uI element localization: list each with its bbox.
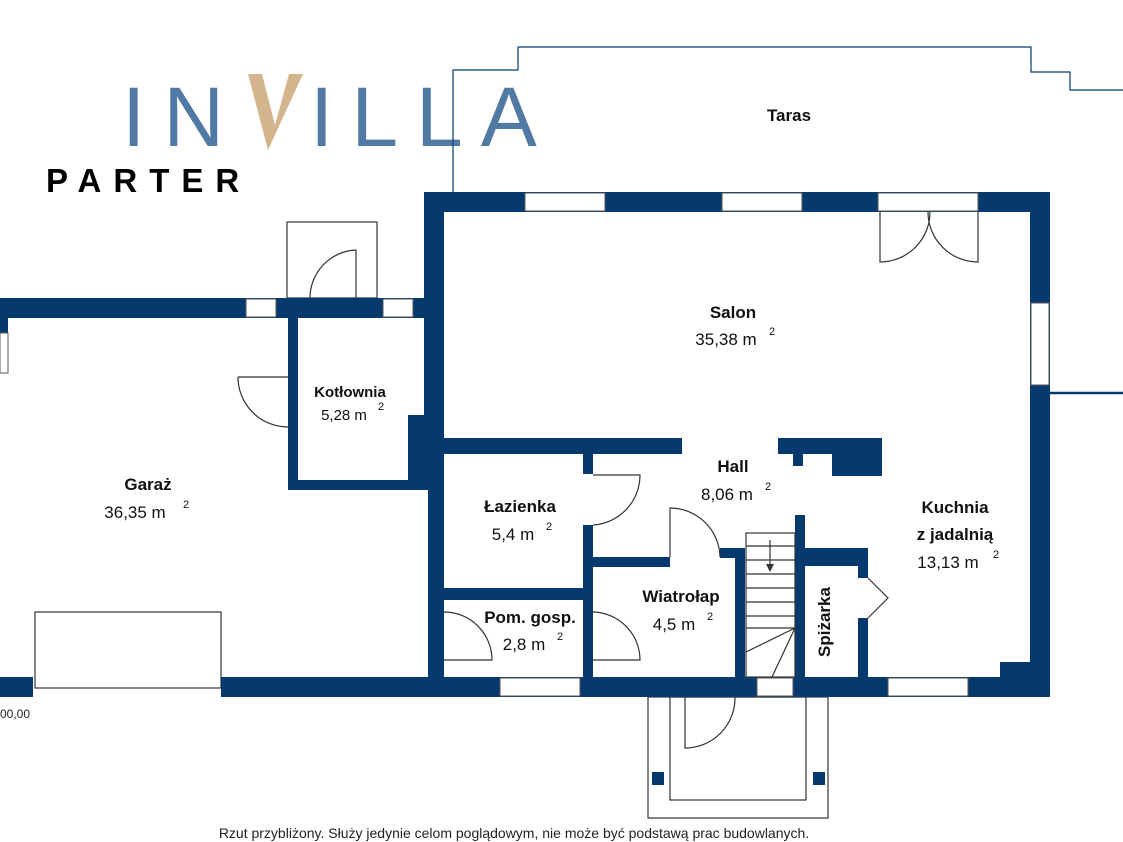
floor-title: PARTER — [46, 162, 251, 199]
porch-pillar — [813, 772, 825, 785]
boiler-porch — [286, 221, 378, 299]
room-area-garaz: 36,35 m — [104, 503, 165, 522]
garage-door[interactable] — [34, 611, 222, 689]
level-mark: 00,00 — [0, 707, 30, 721]
room-area-kotlownia: 5,28 m — [321, 407, 367, 424]
windows — [0, 192, 1050, 697]
room-label-lazienka: Łazienka — [484, 497, 556, 516]
terrace-outline — [452, 46, 1123, 192]
room-area-lazienka: 5,4 m — [492, 525, 535, 544]
room-label-taras: Taras — [767, 106, 811, 125]
logo-v-mark — [248, 74, 303, 150]
room-area-wiatrolap: 4,5 m — [653, 615, 696, 634]
room-label-salon: Salon — [710, 303, 756, 322]
room-label-hall: Hall — [717, 457, 748, 476]
room-area-kuchnia: 13,13 m — [917, 553, 978, 572]
room-label-garaz: Garaż — [124, 475, 171, 494]
area-superscript: 2 — [546, 521, 552, 533]
disclaimer: Rzut przybliżony. Służy jedynie celom po… — [219, 825, 809, 841]
room-label-wiatrolap: Wiatrołap — [642, 587, 719, 606]
stairs — [745, 532, 796, 678]
svg-text:IN: IN — [122, 70, 242, 164]
porch-pillar — [652, 772, 664, 785]
area-superscript: 2 — [378, 401, 384, 413]
invilla-logo: IN ILLA — [122, 70, 555, 164]
room-label-pom-gosp: Pom. gosp. — [484, 608, 576, 627]
svg-text:ILLA: ILLA — [310, 70, 555, 164]
room-label-kuchnia: Kuchnia — [921, 498, 989, 517]
area-superscript: 2 — [765, 481, 771, 493]
doors[interactable] — [237, 211, 979, 749]
room-area-pom-gosp: 2,8 m — [503, 635, 546, 654]
room-label-kotlownia: Kotłownia — [314, 384, 386, 401]
area-superscript: 2 — [183, 499, 189, 511]
room-area-hall: 8,06 m — [701, 485, 753, 504]
area-superscript: 2 — [707, 611, 713, 623]
room-label-kuchnia-line2: z jadalnią — [917, 525, 994, 544]
area-superscript: 2 — [557, 631, 563, 643]
area-superscript: 2 — [769, 326, 775, 338]
room-area-salon: 35,38 m — [695, 330, 756, 349]
room-label-spizarka: Spiżarka — [815, 586, 834, 656]
area-superscript: 2 — [993, 549, 999, 561]
entry-step — [669, 696, 807, 801]
